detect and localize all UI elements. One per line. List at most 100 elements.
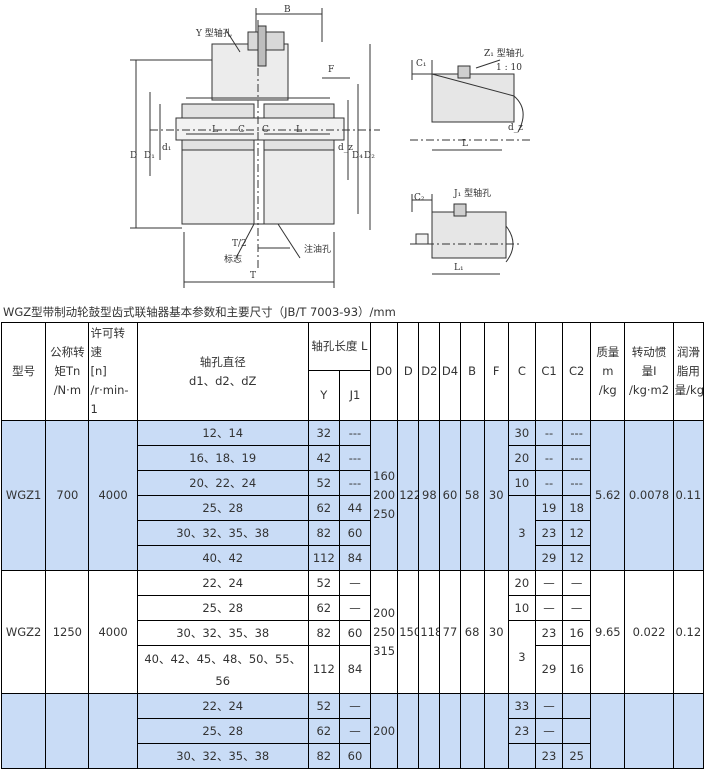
label-B: B xyxy=(284,5,291,15)
cell-C1: 29 xyxy=(534,545,564,571)
cell-B: 68 xyxy=(459,570,485,694)
header-C2: C2 xyxy=(562,322,592,421)
cell-C1: — xyxy=(534,570,564,596)
header-inertia: 转动惯量I/kg·m2 xyxy=(624,322,674,421)
cell-J1: --- xyxy=(338,445,372,471)
label-y-hole: Y 型轴孔 xyxy=(195,27,232,39)
cell-speed xyxy=(88,693,138,769)
cell-model: WGZ1 xyxy=(0,420,47,571)
label-T2: T/2 xyxy=(232,239,247,249)
cell-J1: 44 xyxy=(338,495,372,521)
cell-C1: 19 xyxy=(534,495,564,521)
cell-D2 xyxy=(418,693,441,769)
label-C-left: C xyxy=(238,125,245,135)
cell-inertia: 0.022 xyxy=(624,570,674,694)
header-D0: D0 xyxy=(370,322,399,421)
cell-C2: 25 xyxy=(562,743,592,769)
label-L-left: L xyxy=(212,125,218,135)
cell-C2: 12 xyxy=(562,545,592,571)
cell-bore: 25、28 xyxy=(136,495,309,521)
cell-inertia: 0.0078 xyxy=(624,420,674,571)
cell-C1: -- xyxy=(534,470,564,496)
cell-model: WGZ2 xyxy=(0,570,47,694)
cell-C1: -- xyxy=(534,445,564,471)
cell-bore: 22、24 xyxy=(136,693,309,719)
cell-torque xyxy=(45,693,90,769)
cell-J1: --- xyxy=(338,470,372,496)
header-D: D xyxy=(397,322,420,421)
cell-C2: --- xyxy=(562,470,592,496)
cell-C2: 16 xyxy=(562,620,592,646)
label-T: T xyxy=(250,271,256,281)
cell-grease xyxy=(672,693,705,769)
label-L1-detail: L₁ xyxy=(454,263,464,273)
cell-D2: 118 xyxy=(418,570,441,694)
cell-C: 10 xyxy=(507,595,536,621)
cell-inertia xyxy=(624,693,674,769)
cell-Y: 52 xyxy=(307,470,340,496)
cell-C: 20 xyxy=(507,445,536,471)
label-biaozhi: 标志 xyxy=(224,253,242,265)
cell-J1: — xyxy=(338,718,372,744)
cell-Y: 42 xyxy=(307,445,340,471)
cell-C2: --- xyxy=(562,445,592,471)
cell-bore: 25、28 xyxy=(136,718,309,744)
cell-Y: 82 xyxy=(307,743,340,769)
header-D2: D2 xyxy=(418,322,441,421)
header-torque: 公称转矩Tn/N·m xyxy=(45,322,90,421)
cell-C2: 18 xyxy=(562,495,592,521)
cell-D4: 60 xyxy=(439,420,461,571)
cell-C: 33 xyxy=(507,693,536,719)
header-grease: 润滑脂用量/kg xyxy=(672,322,705,421)
label-dz-detail: d_z xyxy=(508,123,523,133)
cell-C2: 16 xyxy=(562,645,592,694)
cell-J1: — xyxy=(338,595,372,621)
cell-J1: — xyxy=(338,693,372,719)
table-caption: WGZ型带制动轮鼓型齿式联轴器基本参数和主要尺寸（JB/T 7003-93）/m… xyxy=(3,305,396,319)
cell-C1: — xyxy=(534,693,564,719)
header-B: B xyxy=(459,322,485,421)
cell-Y: 112 xyxy=(307,645,340,694)
cell-D xyxy=(397,693,420,769)
cell-J1: — xyxy=(338,570,372,596)
label-taper: 1 : 10 xyxy=(496,63,522,73)
cell-D0: 200 xyxy=(370,693,399,769)
cell-Y: 52 xyxy=(307,570,340,596)
cell-C xyxy=(507,743,536,769)
cell-C2: 12 xyxy=(562,520,592,546)
cell-C1: 23 xyxy=(534,520,564,546)
header-C1: C1 xyxy=(534,322,564,421)
cell-C1: 29 xyxy=(534,645,564,694)
cell-B: 58 xyxy=(459,420,485,571)
cell-Y: 112 xyxy=(307,545,340,571)
header-model: 型号 xyxy=(0,322,47,421)
cell-D4 xyxy=(439,693,461,769)
label-D4: D₄ xyxy=(352,151,363,161)
cell-C: 10 xyxy=(507,470,536,496)
label-D2: D₂ xyxy=(364,151,375,161)
cell-J1: 84 xyxy=(338,545,372,571)
cell-C2: — xyxy=(562,570,592,596)
cell-bore: 25、28 xyxy=(136,595,309,621)
label-F: F xyxy=(328,65,334,75)
cell-C1: -- xyxy=(534,420,564,446)
cell-C: 23 xyxy=(507,718,536,744)
cell-Y: 32 xyxy=(307,420,340,446)
cell-C: 30 xyxy=(507,420,536,446)
cell-model xyxy=(0,693,47,769)
header-D4: D4 xyxy=(439,322,461,421)
cell-B xyxy=(459,693,485,769)
cell-J1: 60 xyxy=(338,620,372,646)
header-F: F xyxy=(483,322,509,421)
coupling-drawing: Y 型轴孔 B F L L C C D D₁ d₁ d_z D₄ D₂ T/2 … xyxy=(130,5,530,288)
cell-C2: — xyxy=(562,595,592,621)
cell-C1: — xyxy=(534,718,564,744)
cell-grease: 0.11 xyxy=(672,420,705,571)
cell-F: 30 xyxy=(483,420,509,571)
header-length: 轴孔长度 L xyxy=(307,322,372,371)
label-L-right: L xyxy=(296,125,302,135)
label-C-right: C xyxy=(262,125,269,135)
label-d2: d_z xyxy=(338,143,353,153)
